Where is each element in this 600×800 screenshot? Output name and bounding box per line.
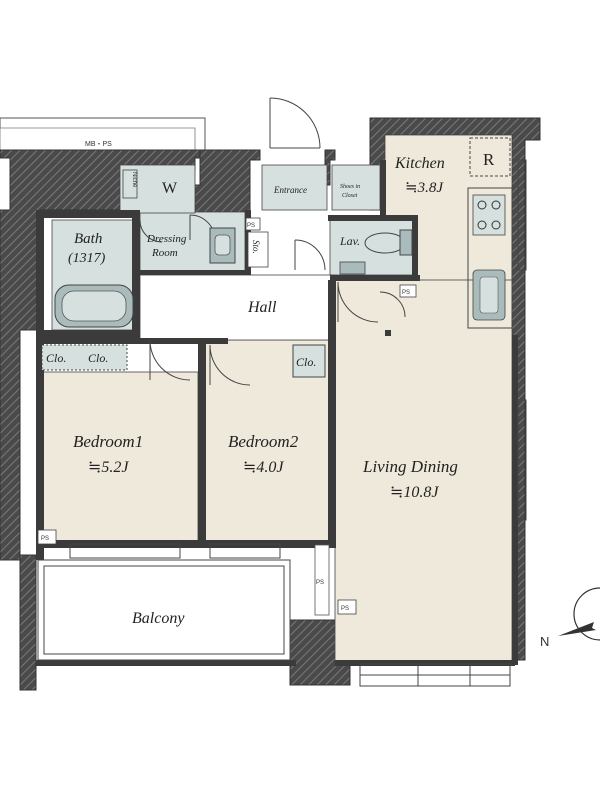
refrigerator-label: R bbox=[483, 150, 495, 169]
fixtures bbox=[41, 137, 513, 616]
compass-north-label: N bbox=[540, 634, 549, 649]
closet-2-label: Clo. bbox=[88, 351, 108, 365]
ps-boxes bbox=[37, 217, 417, 615]
closet-bedroom1-box bbox=[41, 344, 128, 371]
entrance-label: Entrance bbox=[273, 185, 307, 195]
living-dining-floor bbox=[334, 279, 513, 666]
bath-label: Bath bbox=[74, 231, 102, 247]
washbasin-icon bbox=[209, 227, 236, 264]
ps-box-4 bbox=[245, 217, 261, 231]
wardrobe-label: W bbox=[162, 180, 178, 197]
stove-icon bbox=[472, 194, 506, 236]
bath-size: (1317) bbox=[68, 251, 106, 266]
shoes-closet-line1: Shoes in bbox=[340, 184, 360, 190]
kitchen-label: Kitchen bbox=[394, 155, 445, 172]
kitchen-counter bbox=[467, 187, 513, 329]
toilet-icon bbox=[364, 232, 406, 254]
shoes-closet-line2: Closet bbox=[342, 193, 358, 199]
ps-label-2: PS bbox=[341, 606, 349, 612]
bedroom2-label: Bedroom2 bbox=[228, 432, 299, 451]
dressing-room-line1: Dressing bbox=[146, 233, 187, 245]
hall-floor bbox=[139, 274, 336, 341]
storage-box bbox=[247, 231, 269, 268]
closet-1-label: Clo. bbox=[46, 351, 66, 365]
ps-label-3: PS bbox=[402, 290, 410, 296]
closet-3-label: Clo. bbox=[296, 355, 316, 369]
compass-icon: N bbox=[540, 587, 600, 649]
ps-label-1: PS bbox=[41, 536, 49, 542]
lavatory-label: Lav. bbox=[339, 234, 360, 248]
interior-walls bbox=[36, 160, 518, 666]
balcony-label: Balcony bbox=[132, 610, 185, 627]
ps-box-2 bbox=[337, 599, 357, 615]
living-dining-size: ≒10.8J bbox=[390, 484, 439, 501]
closet-3-box bbox=[292, 344, 326, 378]
windows bbox=[37, 159, 527, 687]
storage-label: Sto. bbox=[251, 240, 261, 254]
floors bbox=[37, 134, 513, 666]
bedroom1-size: ≒5.2J bbox=[88, 459, 129, 476]
entrance-floor bbox=[261, 164, 328, 211]
ps-box-3 bbox=[399, 284, 417, 298]
bedroom2-size: ≒4.0J bbox=[243, 459, 284, 476]
niche-label: Niche bbox=[131, 172, 137, 188]
bedroom1-floor bbox=[37, 371, 199, 543]
ps-box-1 bbox=[37, 529, 57, 545]
ps-label-5: PS bbox=[316, 580, 324, 586]
mb-ps-strip: MB・PS bbox=[0, 117, 206, 153]
dressing-room-line2: Room bbox=[151, 247, 178, 259]
hall-label: Hall bbox=[247, 299, 277, 316]
ps-label-4: PS bbox=[247, 223, 255, 229]
balcony-floor bbox=[37, 559, 291, 661]
niche-box bbox=[122, 169, 138, 199]
refrigerator-space bbox=[469, 137, 511, 177]
living-dining-label: Living Dining bbox=[362, 457, 458, 476]
mb-ps-label: MB・PS bbox=[85, 141, 112, 148]
shoes-closet-floor bbox=[331, 164, 381, 211]
bedroom1-label: Bedroom1 bbox=[73, 432, 143, 451]
kitchen-size: ≒3.8J bbox=[405, 180, 444, 196]
